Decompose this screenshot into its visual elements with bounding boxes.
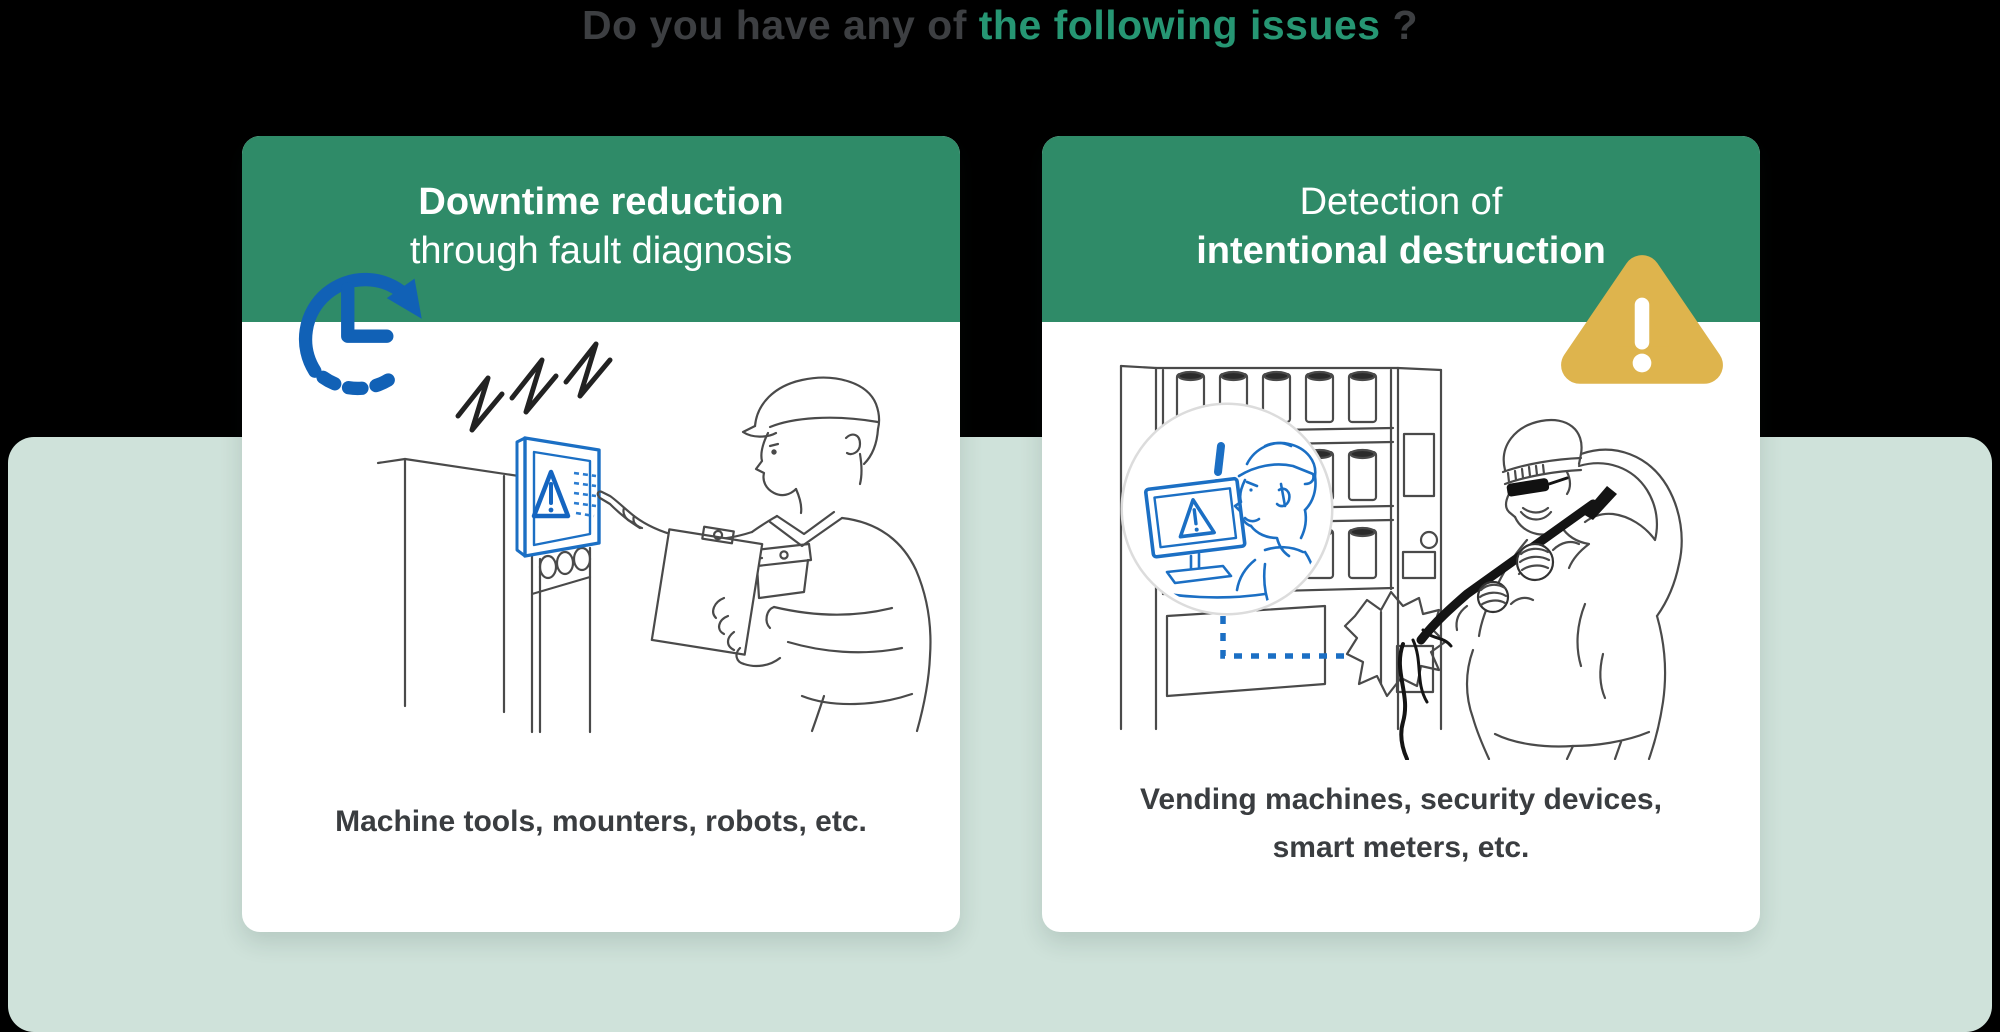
- card-downtime-caption: Machine tools, mounters, robots, etc.: [335, 805, 867, 838]
- caption-line-1: Vending machines, security devices,: [1140, 783, 1662, 816]
- card-downtime-header: Downtime reduction through fault diagnos…: [242, 136, 960, 322]
- warning-triangle-icon: [1561, 255, 1723, 384]
- sunglasses: [1506, 478, 1550, 497]
- caption-line-2: smart meters, etc.: [1272, 831, 1530, 864]
- card-destruction-caption: Vending machines, security devices, smar…: [1042, 776, 1760, 872]
- header-line-2: intentional destruction: [1196, 230, 1606, 272]
- clock-arrow-glyph: [298, 272, 422, 396]
- alert-screen: [515, 436, 601, 558]
- operator-alert-drawing: [1133, 441, 1317, 609]
- title-suffix: ?: [1380, 2, 1419, 48]
- header-line-1: Detection of: [1299, 181, 1503, 223]
- crowbar-and-hands: [1416, 476, 1617, 645]
- monitoring-inset: [1120, 402, 1334, 616]
- clock-arrow-icon: [298, 272, 422, 396]
- wire-1: [1397, 642, 1409, 760]
- vibration-marks: [455, 341, 613, 433]
- alert-connector-dotted-line: [1220, 616, 1351, 659]
- header-line-2: through fault diagnosis: [409, 230, 793, 272]
- title-highlight: the following issues: [978, 2, 1381, 48]
- warning-triangle-glyph: [1561, 255, 1723, 384]
- screen-text-lines: [573, 471, 597, 518]
- page-title: Do you have any of the following issues …: [0, 2, 2000, 49]
- torn-hole: [1343, 590, 1453, 760]
- vending-machine-vandalism-scene: [1119, 364, 1683, 760]
- title-prefix: Do you have any of: [581, 2, 979, 48]
- card-intentional-destruction: Detection of intentional destruction: [1042, 136, 1760, 932]
- machine-cabinet: [376, 457, 592, 734]
- clipboard: [650, 525, 764, 656]
- card-destruction-header: Detection of intentional destruction: [1042, 136, 1760, 322]
- wire-2: [1411, 638, 1429, 704]
- machine-fault-inspection-scene: [376, 341, 932, 734]
- vandal-figure: [1455, 418, 1683, 760]
- can-row-1: [1175, 370, 1378, 424]
- crowbar: [1416, 499, 1598, 645]
- screen-warning-triangle: [531, 469, 571, 519]
- header-line-1: Downtime reduction: [418, 181, 784, 223]
- technician-figure: [596, 376, 932, 733]
- card-downtime-reduction: Downtime reduction through fault diagnos…: [242, 136, 960, 932]
